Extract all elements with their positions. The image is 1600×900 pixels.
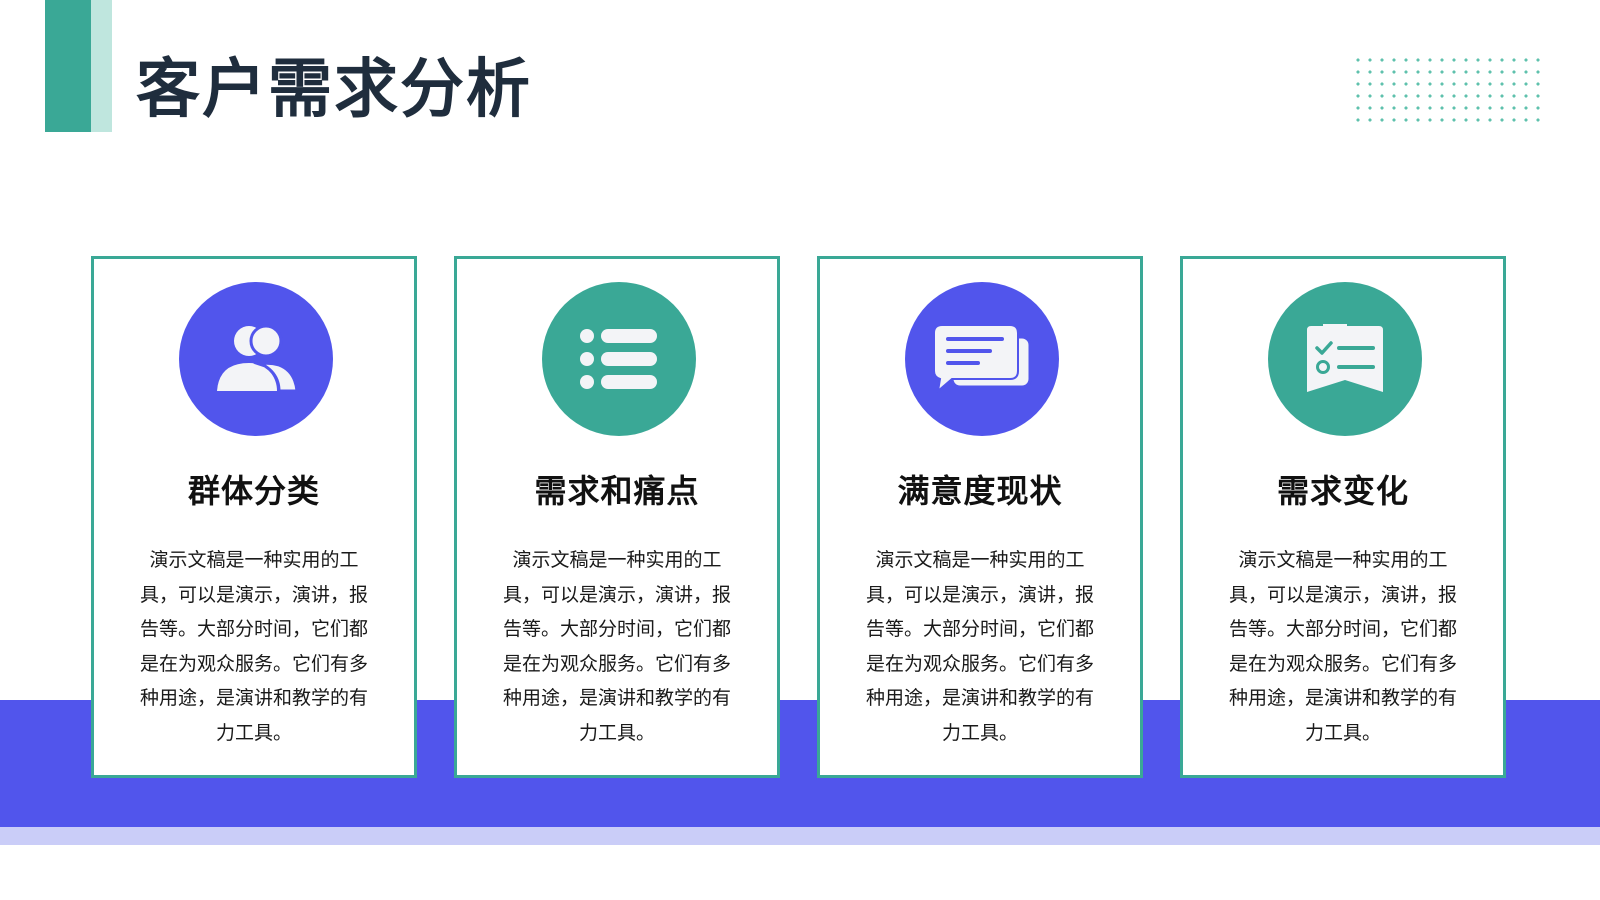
page-title: 客户需求分析 [136,53,532,127]
users-icon [217,324,299,393]
card-description: 演示文稿是一种实用的工具，可以是演示，演讲，报告等。大部分时间，它们都是在为观众… [502,549,731,744]
chat-bubbles-icon [933,324,1032,394]
dot-grid-decoration [1352,54,1548,130]
card-title: 需求变化 [1276,472,1409,510]
card-description: 演示文稿是一种实用的工具，可以是演示，演讲，报告等。大部分时间，它们都是在为观众… [1228,549,1457,744]
background-band-light [0,827,1600,845]
card-description: 演示文稿是一种实用的工具，可以是演示，演讲，报告等。大部分时间，它们都是在为观众… [865,549,1094,744]
icon-circle [179,282,333,436]
card-title: 群体分类 [187,472,320,510]
title-accent-bar [45,0,91,132]
card-group-classification: 群体分类 演示文稿是一种实用的工具，可以是演示，演讲，报告等。大部分时间，它们都… [91,256,417,778]
title-accent-bar-light [91,0,112,132]
card-needs-pain-points: 需求和痛点 演示文稿是一种实用的工具，可以是演示，演讲，报告等。大部分时间，它们… [454,256,780,778]
checklist-icon [1307,324,1383,392]
icon-circle [1268,282,1422,436]
card-title: 满意度现状 [897,472,1063,510]
card-demand-changes: 需求变化 演示文稿是一种实用的工具，可以是演示，演讲，报告等。大部分时间，它们都… [1180,256,1506,778]
card-satisfaction: 满意度现状 演示文稿是一种实用的工具，可以是演示，演讲，报告等。大部分时间，它们… [817,256,1143,778]
card-title: 需求和痛点 [534,472,700,510]
icon-circle [542,282,696,436]
icon-circle [905,282,1059,436]
list-icon [580,329,657,389]
card-description: 演示文稿是一种实用的工具，可以是演示，演讲，报告等。大部分时间，它们都是在为观众… [139,549,368,744]
